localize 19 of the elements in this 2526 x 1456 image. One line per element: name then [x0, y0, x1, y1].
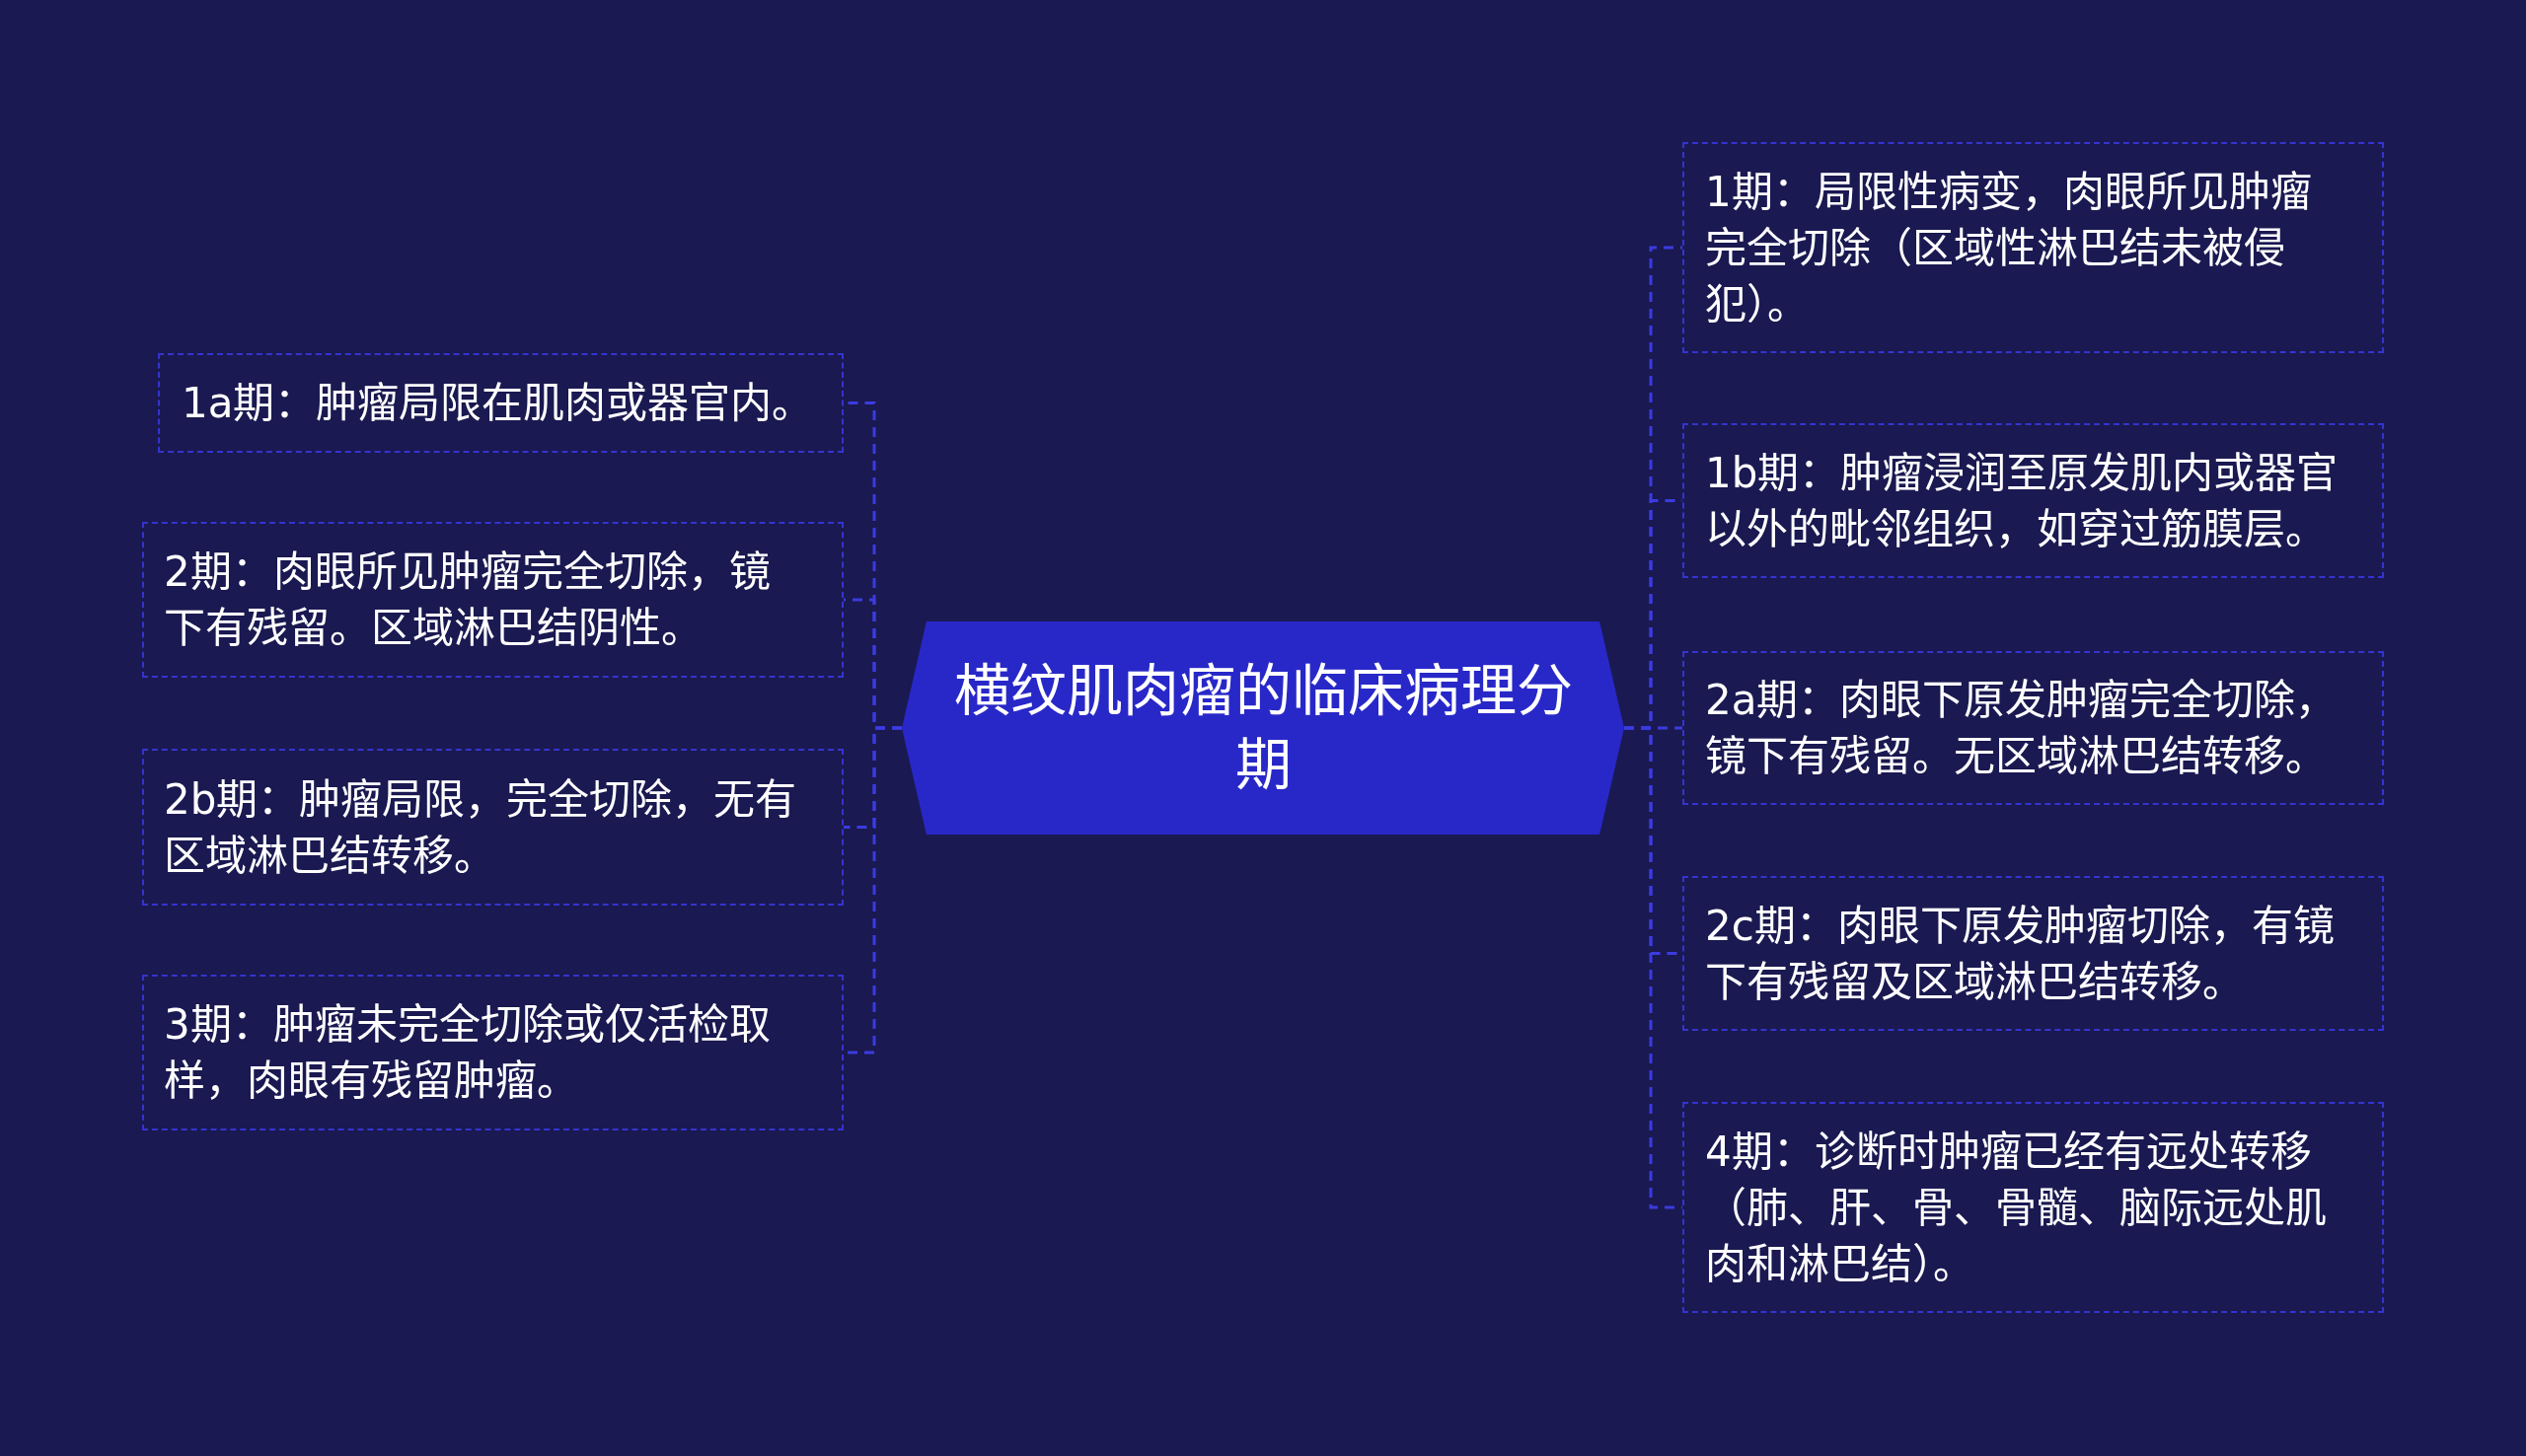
dashed-text-box — [142, 522, 844, 678]
stage-description: 2a期：肉眼下原发肿瘤完全切除，镜下有残留。无区域淋巴结转移。 — [1705, 675, 2339, 782]
stage-description: 2c期：肉眼下原发肿瘤切除，有镜下有残留及区域淋巴结转移。 — [1705, 900, 2336, 1008]
dashed-text-box — [1682, 142, 2384, 353]
dashed-text-box — [142, 975, 844, 1130]
stage-description: 4期：诊断时肿瘤已经有远处转移（肺、肝、骨、骨髓、脑际远处肌肉和淋巴结）。 — [1705, 1126, 2328, 1290]
dashed-text-box — [1682, 423, 2384, 578]
stage-description: 1a期：肿瘤局限在肌肉或器官内。 — [182, 378, 814, 429]
stage-description: 2b期：肿瘤局限，完全切除，无有区域淋巴结转移。 — [164, 773, 798, 882]
topic-title: 横纹肌肉瘤的临床病理分期 — [952, 657, 1574, 799]
dashed-text-box — [158, 353, 844, 453]
stage-description: 1b期：肿瘤浸润至原发肌内或器官以外的毗邻组织，如穿过筋膜层。 — [1705, 447, 2340, 555]
dashed-text-box — [1682, 651, 2384, 805]
stage-description: 1期：局限性病变，肉眼所见肿瘤完全切除（区域性淋巴结未被侵犯）。 — [1705, 166, 2313, 330]
dashed-text-box — [1682, 876, 2384, 1031]
dashed-text-box — [142, 749, 844, 906]
stage-description: 3期：肿瘤未完全切除或仅活检取样，肉眼有残留肿瘤。 — [164, 999, 772, 1107]
stage-description: 2期：肉眼所见肿瘤完全切除，镜下有残留。区域淋巴结阴性。 — [164, 546, 772, 654]
dashed-text-box — [1682, 1102, 2384, 1313]
